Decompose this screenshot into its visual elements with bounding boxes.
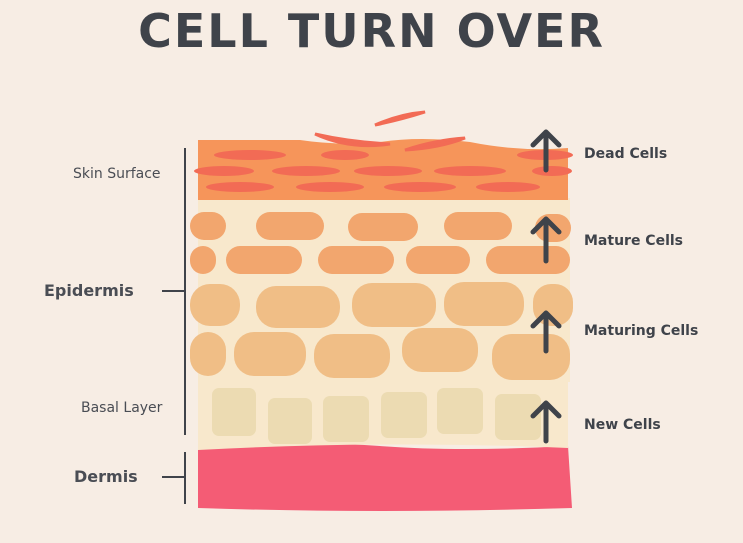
epidermis-bracket — [162, 148, 186, 435]
skin-surface-label: Skin Surface — [73, 166, 161, 182]
arrow-up-icon — [530, 400, 562, 444]
dermis-bracket — [162, 452, 186, 504]
page-title: CELL TURN OVER — [138, 4, 605, 58]
arrow-up-icon — [530, 216, 562, 264]
mature-layer — [190, 198, 571, 278]
new-cells-label: New Cells — [584, 417, 661, 433]
arrow-up-icon — [530, 310, 562, 354]
dermis-label: Dermis — [74, 467, 138, 486]
arrow-up-icon — [530, 129, 562, 173]
maturing-layer — [190, 276, 573, 382]
basal-layer — [198, 376, 568, 450]
mature-cells-label: Mature Cells — [584, 233, 684, 249]
dead-cells-label: Dead Cells — [584, 146, 668, 162]
epidermis-label: Epidermis — [44, 281, 134, 300]
basal-layer-label: Basal Layer — [81, 400, 163, 416]
dead-cell-layer — [194, 110, 573, 200]
maturing-cells-label: Maturing Cells — [584, 323, 699, 339]
dermis-layer — [198, 443, 572, 511]
